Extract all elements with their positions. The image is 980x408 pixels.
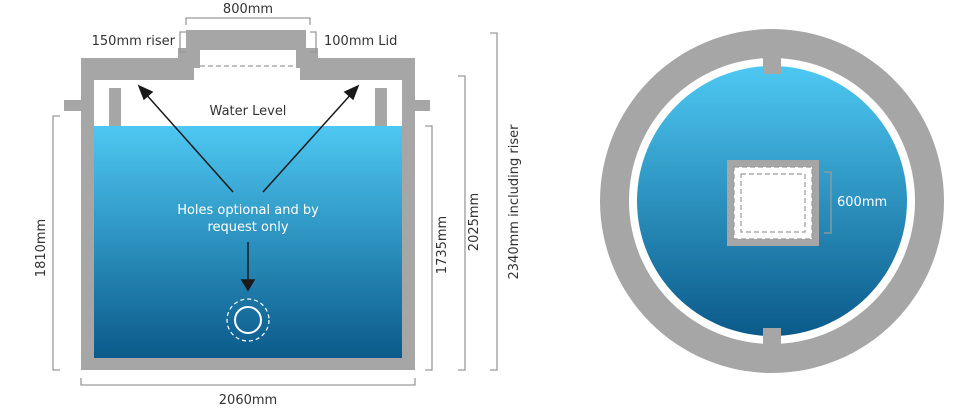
label-height-inner: 1735mm — [435, 216, 450, 274]
label-height-body: 2025mm — [467, 193, 482, 251]
label-height-total: 2340mm including riser — [507, 124, 522, 280]
lid — [186, 30, 306, 50]
label-holes-line2: request only — [207, 220, 288, 235]
top-view: 600mm — [600, 29, 944, 373]
label-holes-line1: Holes optional and by — [177, 203, 319, 218]
label-opening: 600mm — [837, 195, 887, 210]
label-lid: 100mm Lid — [324, 34, 397, 49]
side-view: 800mm 150mm riser 100mm Lid Water Level … — [34, 2, 522, 408]
label-water-level: Water Level — [210, 104, 287, 119]
optional-hole — [226, 298, 270, 342]
manhole-opening — [727, 160, 819, 246]
label-width-bottom: 2060mm — [219, 393, 277, 408]
label-riser: 150mm riser — [92, 34, 176, 49]
label-width-top: 800mm — [223, 2, 273, 17]
hole-arrows — [137, 84, 360, 292]
tank-walls — [64, 30, 430, 370]
dimension-lines — [52, 17, 498, 386]
opening-dimension — [824, 171, 832, 234]
label-height-left: 1810mm — [34, 219, 49, 277]
